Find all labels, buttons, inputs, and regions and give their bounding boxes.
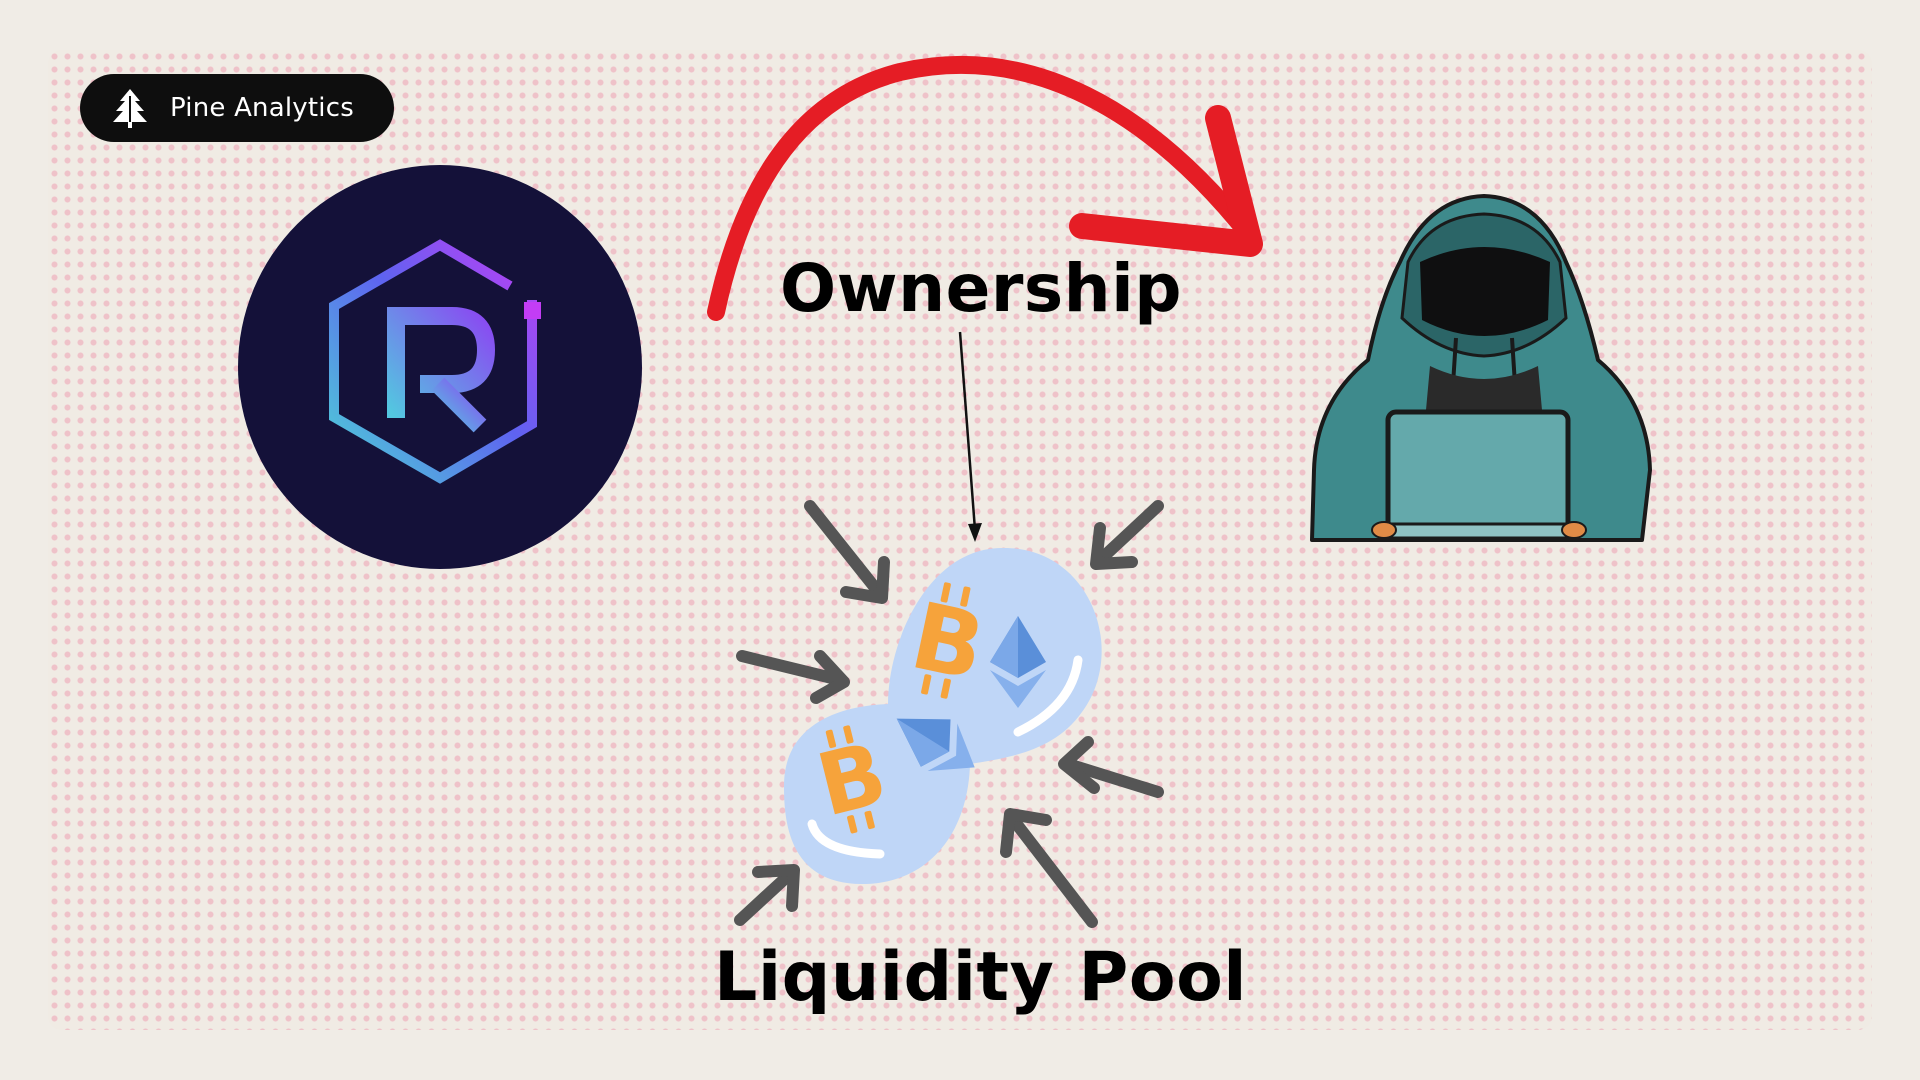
- liquidity-pool-label: Liquidity Pool: [714, 938, 1248, 1017]
- pine-analytics-badge: Pine Analytics: [80, 74, 394, 142]
- arrow-icon: [804, 500, 890, 604]
- arrow-icon: [736, 650, 850, 704]
- ethereum-icon: [990, 616, 1046, 708]
- curved-arrow-icon: [707, 56, 1263, 321]
- arrow-icon: [1058, 736, 1164, 798]
- arrow-icon: [1090, 500, 1164, 570]
- pine-tree-icon: [113, 89, 147, 128]
- ethereum-icon: [896, 718, 975, 772]
- ownership-label: Ownership: [780, 250, 1183, 327]
- pressure-arrows: [734, 500, 1164, 928]
- raydium-logo: [238, 165, 642, 569]
- brand-name: Pine Analytics: [170, 93, 354, 123]
- arrow-icon: [1000, 808, 1098, 928]
- ownership-pointer: [958, 331, 982, 542]
- hooded-hacker-icon: [1310, 194, 1652, 542]
- logo-dot: [524, 302, 541, 319]
- arrow-icon: [734, 864, 800, 926]
